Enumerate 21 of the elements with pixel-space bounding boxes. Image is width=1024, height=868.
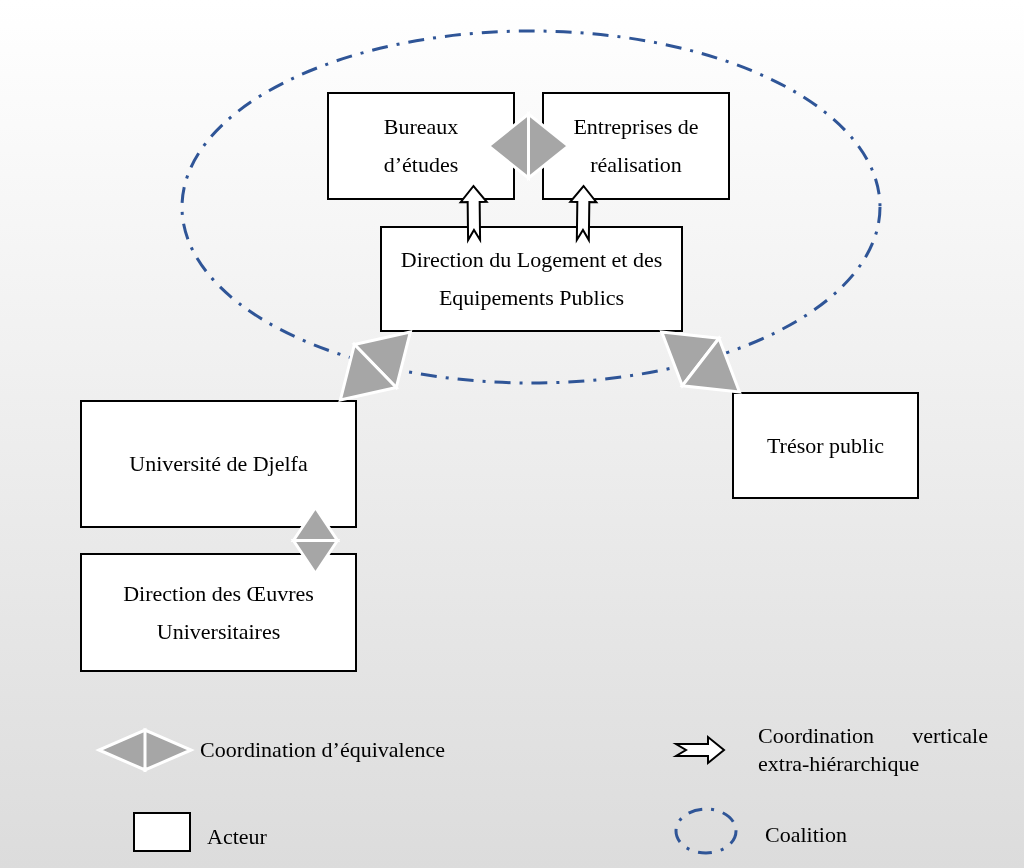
actor-box <box>80 400 357 528</box>
actor-box <box>732 392 919 499</box>
equivalence-arrow <box>338 330 412 402</box>
legend-label: Coordination d’équivalence <box>200 736 446 764</box>
actor-name: Direction du Logement et des Equipements Publics <box>399 246 664 312</box>
actor-name: Bureaux d’études <box>382 113 460 179</box>
legend-label: Acteur <box>207 823 268 851</box>
legend-label: Coordination verticale extra-hiérarchique <box>758 722 988 778</box>
actor-name: Entreprises de réalisation <box>572 113 700 179</box>
legend-label: Coalition <box>765 821 848 849</box>
block-arrow <box>568 184 599 244</box>
actor-box <box>380 226 683 332</box>
block-arrow <box>458 184 489 244</box>
equivalence-arrow <box>660 330 741 394</box>
actor-name: Université de Djelfa <box>128 450 309 478</box>
actor-box <box>542 92 730 200</box>
actor-box <box>80 553 357 672</box>
actor-box <box>327 92 515 200</box>
coalition-ellipse <box>180 29 882 385</box>
actor-name: Direction des Œuvres Universitaires <box>122 579 315 646</box>
actor-name: Trésor public <box>765 431 886 460</box>
